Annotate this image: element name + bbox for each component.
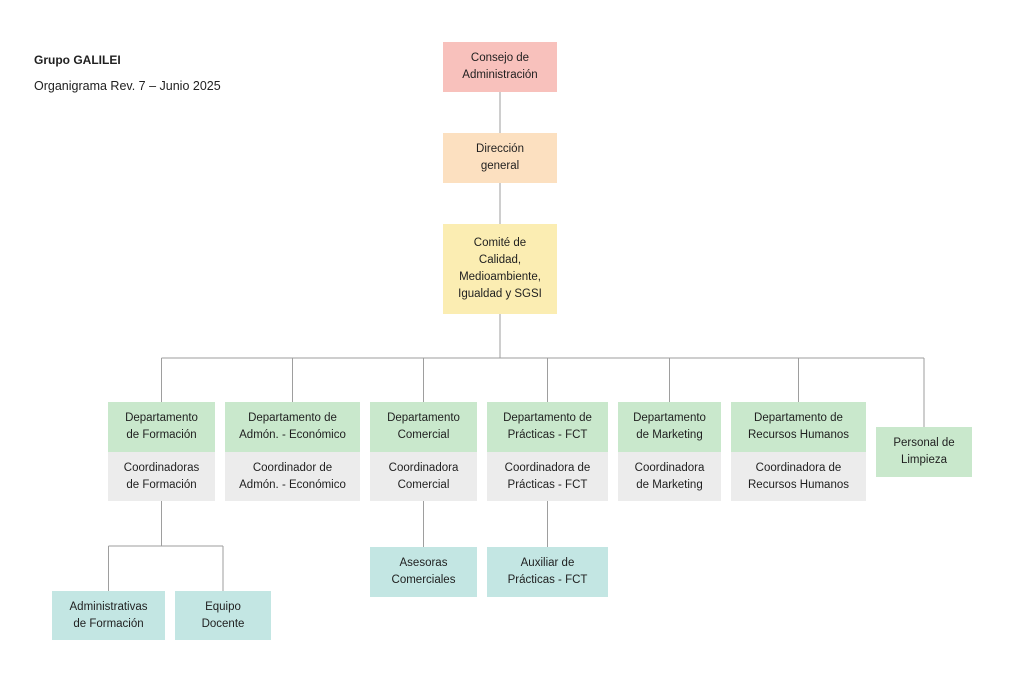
node-coordinadoras-formacion: Coordinadoras de Formación	[108, 452, 215, 501]
node-coordinadora-rrhh: Coordinadora de Recursos Humanos	[731, 452, 866, 501]
node-auxiliar-practicas: Auxiliar de Prácticas - FCT	[487, 547, 608, 597]
node-administrativas-formacion: Administrativas de Formación	[52, 591, 165, 640]
node-departamento-rrhh: Departamento de Recursos Humanos	[731, 402, 866, 452]
node-departamento-comercial: Departamento Comercial	[370, 402, 477, 452]
node-departamento-practicas: Departamento de Prácticas - FCT	[487, 402, 608, 452]
node-direccion-general: Dirección general	[443, 133, 557, 183]
node-equipo-docente: Equipo Docente	[175, 591, 271, 640]
node-departamento-marketing: Departamento de Marketing	[618, 402, 721, 452]
node-coordinador-admon: Coordinador de Admón. - Económico	[225, 452, 360, 501]
node-personal-limpieza: Personal de Limpieza	[876, 427, 972, 477]
node-coordinadora-marketing: Coordinadora de Marketing	[618, 452, 721, 501]
page-title: Grupo GALILEI	[34, 53, 121, 67]
node-coordinadora-comercial: Coordinadora Comercial	[370, 452, 477, 501]
node-consejo-administracion: Consejo de Administración	[443, 42, 557, 92]
node-comite-calidad: Comité de Calidad, Medioambiente, Iguald…	[443, 224, 557, 314]
node-departamento-formacion: Departamento de Formación	[108, 402, 215, 452]
node-asesoras-comerciales: Asesoras Comerciales	[370, 547, 477, 597]
node-coordinadora-practicas: Coordinadora de Prácticas - FCT	[487, 452, 608, 501]
page-subtitle: Organigrama Rev. 7 – Junio 2025	[34, 79, 221, 93]
node-departamento-admon: Departamento de Admón. - Económico	[225, 402, 360, 452]
